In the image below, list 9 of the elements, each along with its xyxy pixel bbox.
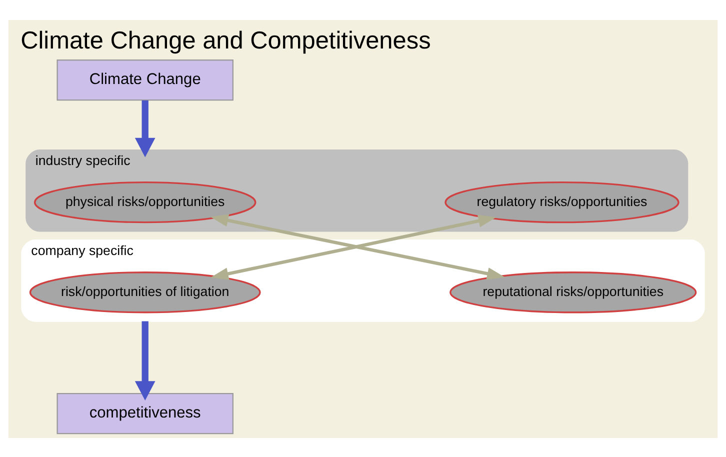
node-ellipse: regulatory risks/opportunities xyxy=(444,180,680,223)
node-box: Climate Change xyxy=(56,58,234,100)
arrow xyxy=(134,100,156,157)
arrow xyxy=(134,320,156,400)
node-ellipse: risk/opportunities of litigation xyxy=(29,271,261,313)
node-ellipse: reputational risks/opportunities xyxy=(450,271,697,313)
diagram-title: Climate Change and Competitiveness xyxy=(20,26,431,54)
node-box: competitiveness xyxy=(56,392,234,434)
node-ellipse: physical risks/opportunities xyxy=(34,180,256,223)
